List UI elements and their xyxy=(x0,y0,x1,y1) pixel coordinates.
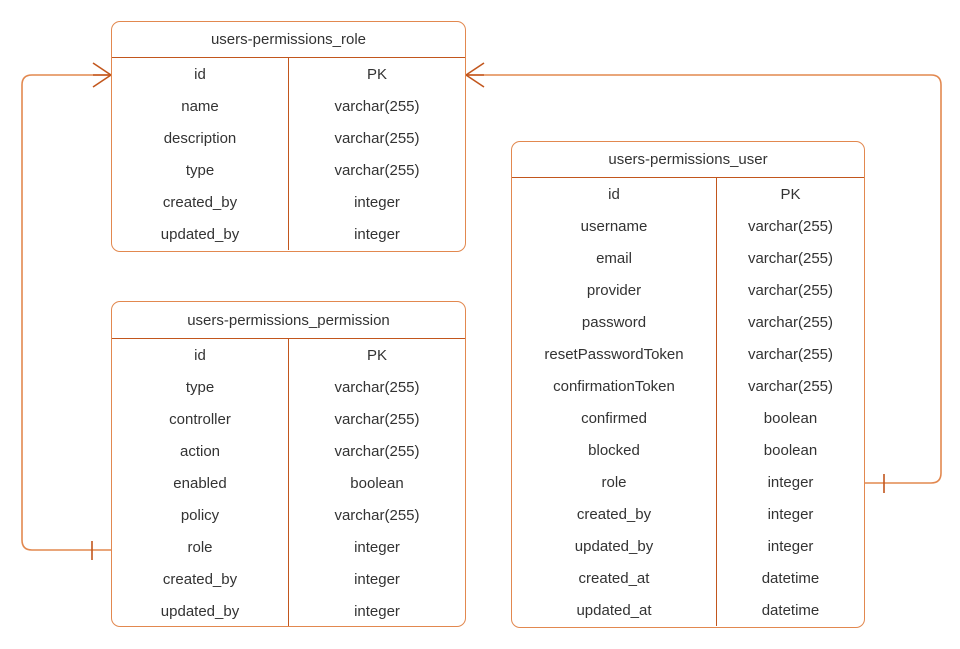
field-type: varchar(255) xyxy=(334,378,420,396)
field-type: integer xyxy=(354,570,400,588)
field-type: varchar(255) xyxy=(334,129,420,147)
field-name: email xyxy=(596,249,632,267)
field-name: updated_at xyxy=(576,601,652,619)
field-name: role xyxy=(187,538,213,556)
field-type: varchar(255) xyxy=(334,410,420,428)
field-type: integer xyxy=(354,225,400,243)
field-name: confirmationToken xyxy=(553,377,675,395)
entity-user[interactable]: users-permissions_user id username email… xyxy=(511,141,865,628)
field-name: id xyxy=(608,185,620,203)
entity-role-field-column: id name description type created_by upda… xyxy=(112,58,289,250)
field-name: updated_by xyxy=(574,537,654,555)
field-name: action xyxy=(179,442,221,460)
field-name: id xyxy=(194,346,206,364)
relationship-permission-role[interactable] xyxy=(21,62,112,560)
field-name: provider xyxy=(586,281,642,299)
entity-role[interactable]: users-permissions_role id name descripti… xyxy=(111,21,466,252)
field-name: created_by xyxy=(162,570,238,588)
entity-user-type-column: PK varchar(255) varchar(255) varchar(255… xyxy=(717,178,864,626)
field-type: varchar(255) xyxy=(747,313,834,331)
field-type: integer xyxy=(354,193,400,211)
field-type: varchar(255) xyxy=(747,345,834,363)
field-name: created_by xyxy=(162,193,238,211)
entity-permission-body: id type controller action enabled policy… xyxy=(112,339,465,626)
field-type: varchar(255) xyxy=(747,217,834,235)
field-name: name xyxy=(181,97,219,115)
entity-permission-type-column: PK varchar(255) varchar(255) varchar(255… xyxy=(289,339,465,626)
connector-line-permission-role xyxy=(21,74,111,551)
entity-role-title: users-permissions_role xyxy=(112,22,465,58)
entity-user-body: id username email provider password rese… xyxy=(512,178,864,626)
field-type: integer xyxy=(354,538,400,556)
field-type: varchar(255) xyxy=(334,506,420,524)
field-type: varchar(255) xyxy=(747,249,834,267)
field-name: updated_by xyxy=(160,602,240,620)
field-type: varchar(255) xyxy=(334,442,420,460)
field-type: varchar(255) xyxy=(334,97,420,115)
field-name: id xyxy=(194,65,206,83)
field-type: varchar(255) xyxy=(747,377,834,395)
field-type: boolean xyxy=(763,409,818,427)
field-type: boolean xyxy=(763,441,818,459)
field-type: datetime xyxy=(761,601,820,619)
crowsfoot-many-marker-role-left xyxy=(92,62,112,88)
field-type: boolean xyxy=(350,474,404,492)
field-name: created_at xyxy=(578,569,650,587)
entity-user-title: users-permissions_user xyxy=(512,142,864,178)
field-name: resetPasswordToken xyxy=(544,345,684,363)
entity-user-field-column: id username email provider password rese… xyxy=(512,178,717,626)
entity-role-type-column: PK varchar(255) varchar(255) varchar(255… xyxy=(289,58,465,250)
field-name: username xyxy=(580,217,648,235)
field-type: integer xyxy=(354,602,400,620)
entity-role-body: id name description type created_by upda… xyxy=(112,58,465,250)
field-type: PK xyxy=(366,65,387,83)
field-name: password xyxy=(581,313,647,331)
field-type: varchar(255) xyxy=(747,281,834,299)
field-name: policy xyxy=(180,506,220,524)
field-name: created_by xyxy=(576,505,652,523)
field-type: integer xyxy=(767,473,814,491)
entity-permission[interactable]: users-permissions_permission id type con… xyxy=(111,301,466,627)
field-name: controller xyxy=(169,410,231,428)
field-type: integer xyxy=(767,537,814,555)
field-type: datetime xyxy=(761,569,820,587)
crowsfoot-many-marker-role-right xyxy=(465,62,485,88)
entity-permission-title: users-permissions_permission xyxy=(112,302,465,339)
field-type: integer xyxy=(767,505,814,523)
field-name: type xyxy=(185,161,215,179)
field-type: PK xyxy=(366,346,387,364)
field-type: varchar(255) xyxy=(334,161,420,179)
entity-permission-field-column: id type controller action enabled policy… xyxy=(112,339,289,626)
field-name: updated_by xyxy=(160,225,240,243)
field-name: confirmed xyxy=(581,409,647,427)
field-name: role xyxy=(601,473,627,491)
field-name: type xyxy=(185,378,215,396)
field-name: enabled xyxy=(173,474,227,492)
field-type: PK xyxy=(780,185,801,203)
field-name: blocked xyxy=(588,441,640,459)
field-name: description xyxy=(163,129,237,147)
